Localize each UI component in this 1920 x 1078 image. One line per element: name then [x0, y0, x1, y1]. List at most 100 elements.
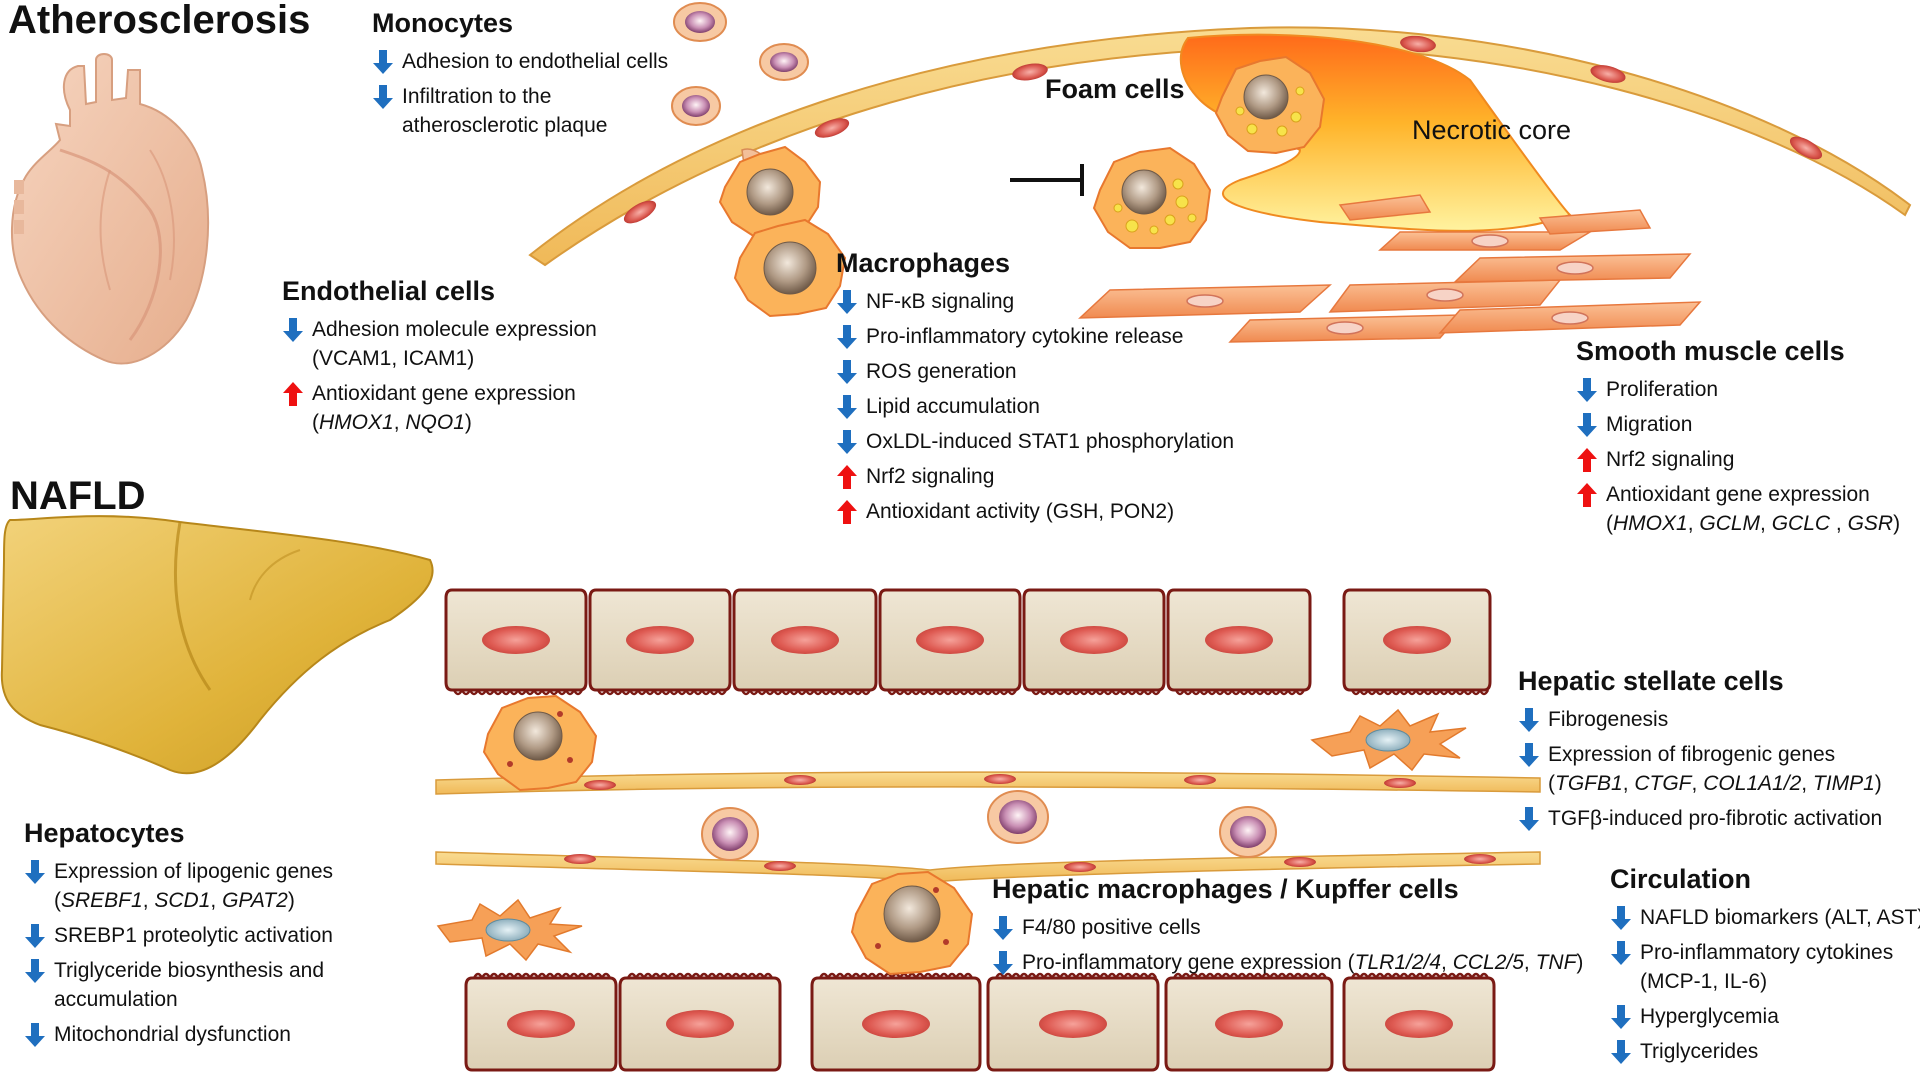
smooth-muscle-cells — [1078, 194, 1702, 343]
effect-item: Expression of fibrogenic genes (TGFB1, CT… — [1518, 740, 1882, 798]
down-arrow-icon — [372, 49, 394, 75]
section-title-nafld: NAFLD — [10, 474, 146, 518]
effect-item: Triglycerides — [1610, 1037, 1920, 1066]
down-arrow-icon — [1518, 707, 1540, 733]
effect-item: OxLDL-induced STAT1 phosphorylation — [836, 427, 1234, 456]
effect-text: Triglyceride biosynthesis and — [54, 959, 325, 982]
up-arrow-icon — [836, 499, 858, 525]
effect-item: Adhesion molecule expression (VCAM1, ICAM… — [282, 315, 597, 373]
down-arrow-icon — [836, 429, 858, 455]
foam-cells-label: Foam cells — [1045, 74, 1185, 104]
effect-item: TGFβ-induced pro-fibrotic activation — [1518, 804, 1882, 833]
effect-text: (TGFB1, CTGF, COL1A1/2, TIMP1) — [1548, 772, 1882, 795]
effect-text: Triglycerides — [1640, 1040, 1759, 1063]
effect-text: Pro-inflammatory cytokine release — [866, 325, 1184, 348]
down-arrow-icon — [1518, 806, 1540, 832]
down-arrow-icon — [1576, 412, 1598, 438]
stellate-cells — [436, 708, 1467, 962]
down-arrow-icon — [24, 1022, 46, 1048]
effect-text: NF-κB signaling — [866, 290, 1015, 313]
hepatocyte — [588, 588, 732, 696]
effect-text: Fibrogenesis — [1548, 708, 1669, 731]
effect-item: Proliferation — [1576, 375, 1900, 404]
hepatocyte — [444, 588, 588, 696]
down-arrow-icon — [836, 359, 858, 385]
effect-text: Adhesion to endothelial cells — [402, 50, 669, 73]
effect-text: Mitochondrial dysfunction — [54, 1023, 291, 1046]
effect-text: (MCP-1, IL-6) — [1640, 970, 1768, 993]
down-arrow-icon — [282, 317, 304, 343]
hepatocyte — [1342, 972, 1496, 1072]
effect-item: Pro-inflammatory gene expression (TLR1/2… — [992, 948, 1583, 977]
effect-text: Expression of lipogenic genes — [54, 860, 334, 883]
down-arrow-icon — [1610, 940, 1632, 966]
effect-item: Mitochondrial dysfunction — [24, 1020, 333, 1049]
hepatocyte — [464, 972, 618, 1072]
effect-text: Infiltration to the — [402, 85, 552, 108]
down-arrow-icon — [1610, 905, 1632, 931]
effect-text: (VCAM1, ICAM1) — [312, 347, 475, 370]
necrotic-core-label: Necrotic core — [1412, 115, 1572, 145]
effect-text: (SREBF1, SCD1, GPAT2) — [54, 889, 295, 912]
up-arrow-icon — [282, 381, 304, 407]
effect-item: Expression of lipogenic genes (SREBF1, SC… — [24, 857, 333, 915]
effect-text: accumulation — [54, 988, 178, 1011]
kupffer-cells — [482, 694, 974, 976]
down-arrow-icon — [992, 915, 1014, 941]
down-arrow-icon — [372, 84, 394, 110]
down-arrow-icon — [1576, 377, 1598, 403]
macrophages-upper — [718, 55, 1326, 318]
heart-illustration — [10, 53, 210, 365]
down-arrow-icon — [1518, 742, 1540, 768]
down-arrow-icon — [836, 324, 858, 350]
effect-text: Hyperglycemia — [1640, 1005, 1779, 1028]
down-arrow-icon — [1610, 1004, 1632, 1030]
down-arrow-icon — [24, 923, 46, 949]
panel-title: Hepatic macrophages / Kupffer cells — [992, 874, 1459, 904]
effect-text: OxLDL-induced STAT1 phosphorylation — [866, 430, 1235, 453]
effect-item: Fibrogenesis — [1518, 705, 1882, 734]
effect-text: NAFLD biomarkers (ALT, AST) — [1640, 906, 1920, 929]
effect-item: Nrf2 signaling — [1576, 445, 1900, 474]
effect-text: SREBP1 proteolytic activation — [54, 924, 333, 947]
effect-item: NF-κB signaling — [836, 287, 1234, 316]
hepatocytes-top-row — [444, 588, 1492, 696]
effect-text: Nrf2 signaling — [1606, 448, 1735, 471]
hepatocyte — [1342, 588, 1492, 696]
effect-text: Proliferation — [1606, 378, 1719, 401]
sinusoid-monocytes — [701, 790, 1277, 861]
effect-item: Pro-inflammatory cytokine release — [836, 322, 1234, 351]
effect-text: ROS generation — [866, 360, 1017, 383]
effect-item: Antioxidant gene expression(HMOX1, GCLM,… — [1576, 480, 1900, 538]
panel-title: Endothelial cells — [282, 276, 496, 306]
effect-item: Adhesion to endothelial cells — [372, 47, 668, 76]
effect-text: Expression of fibrogenic genes — [1548, 743, 1836, 766]
effect-text: (HMOX1, GCLM, GCLC , GSR) — [1606, 512, 1901, 535]
panel-title: Smooth muscle cells — [1576, 336, 1845, 366]
down-arrow-icon — [836, 394, 858, 420]
effect-item: Triglyceride biosynthesis and accumulatio… — [24, 956, 333, 1014]
hepatocyte — [1164, 972, 1334, 1072]
hepatocyte — [810, 972, 982, 1072]
effect-text: Antioxidant gene expression — [312, 382, 576, 405]
down-arrow-icon — [24, 958, 46, 984]
effect-item: Antioxidant activity (GSH, PON2) — [836, 497, 1234, 526]
effect-text: Migration — [1606, 413, 1693, 436]
effect-text: Adhesion molecule expression — [312, 318, 597, 341]
panel-title: Monocytes — [372, 8, 514, 38]
hepatocyte — [732, 588, 878, 696]
effect-item: Lipid accumulation — [836, 392, 1234, 421]
liver-illustration — [0, 515, 434, 775]
effect-item: Hyperglycemia — [1610, 1002, 1920, 1031]
hepatocyte — [986, 972, 1160, 1072]
effect-text: Nrf2 signaling — [866, 465, 995, 488]
